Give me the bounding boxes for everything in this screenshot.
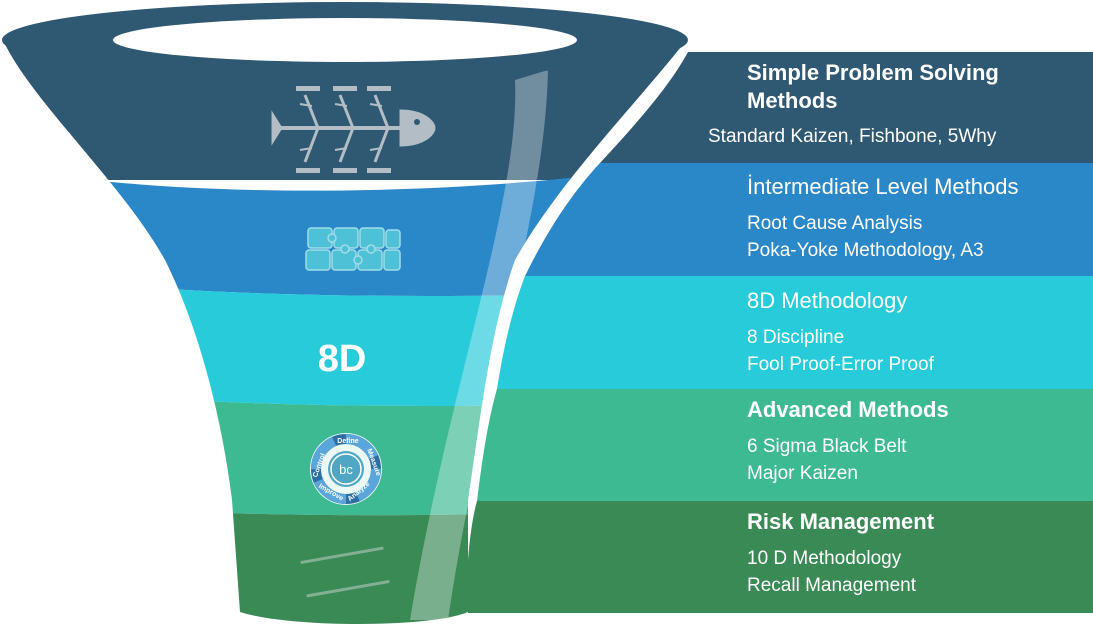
panel-line: 6 Sigma Black Belt: [747, 436, 907, 457]
panel-level-4: Advanced Methods 6 Sigma Black Belt Majo…: [747, 396, 949, 487]
panel-line: Fool Proof-Error Proof: [747, 354, 934, 375]
panel-bg-level-5: [468, 501, 1093, 613]
panel-level-3: 8D Methodology 8 Discipline Fool Proof-E…: [747, 287, 934, 378]
panel-line: Major Kaizen: [747, 463, 858, 484]
panel-level-5: Risk Management 10 D Methodology Recall …: [747, 508, 934, 599]
panel-bg-level-3: [497, 276, 1093, 389]
panel-title-line: Simple Problem Solving: [747, 60, 999, 85]
panel-title: İntermediate Level Methods: [747, 174, 1019, 199]
panel-bg-level-4: [477, 389, 1093, 501]
panel-bg-level-2: [525, 163, 1093, 276]
panel-line: Standard Kaizen, Fishbone, 5Why: [708, 126, 997, 147]
cycle-label: Define: [337, 438, 359, 445]
panel-line: Recall Management: [747, 575, 916, 596]
fishbone-diagram-icon: [271, 86, 436, 173]
funnel-opening: [113, 18, 577, 62]
panel-level-1: Simple Problem Solving Methods: [747, 59, 999, 115]
panel-level-1-details: Standard Kaizen, Fishbone, 5Why: [708, 123, 996, 150]
panel-line: Root Cause Analysis: [747, 213, 923, 234]
panel-level-2: İntermediate Level Methods Root Cause An…: [747, 173, 1019, 264]
panel-title: 8D Methodology: [747, 288, 908, 313]
puzzle-icon: [305, 227, 401, 271]
funnel-label-8d: 8D: [317, 338, 367, 380]
funnel-highlight: [410, 70, 548, 620]
svg-text:bc: bc: [339, 462, 353, 477]
panel-bg-level-1: [600, 52, 1093, 163]
recall-stamp-icon: [300, 546, 390, 598]
panel-line: 10 D Methodology: [747, 548, 902, 569]
panel-title: Risk Management: [747, 509, 935, 534]
panel-title-line: Methods: [747, 88, 838, 113]
panel-line: 8 Discipline: [747, 327, 845, 348]
dmaic-cycle-icon: bc Define Measure Analyze Improve Contro…: [310, 433, 382, 505]
level-panels: [468, 52, 1093, 613]
panel-line: Poka-Yoke Methodology, A3: [747, 240, 984, 261]
panel-title: Advanced Methods: [747, 397, 949, 422]
